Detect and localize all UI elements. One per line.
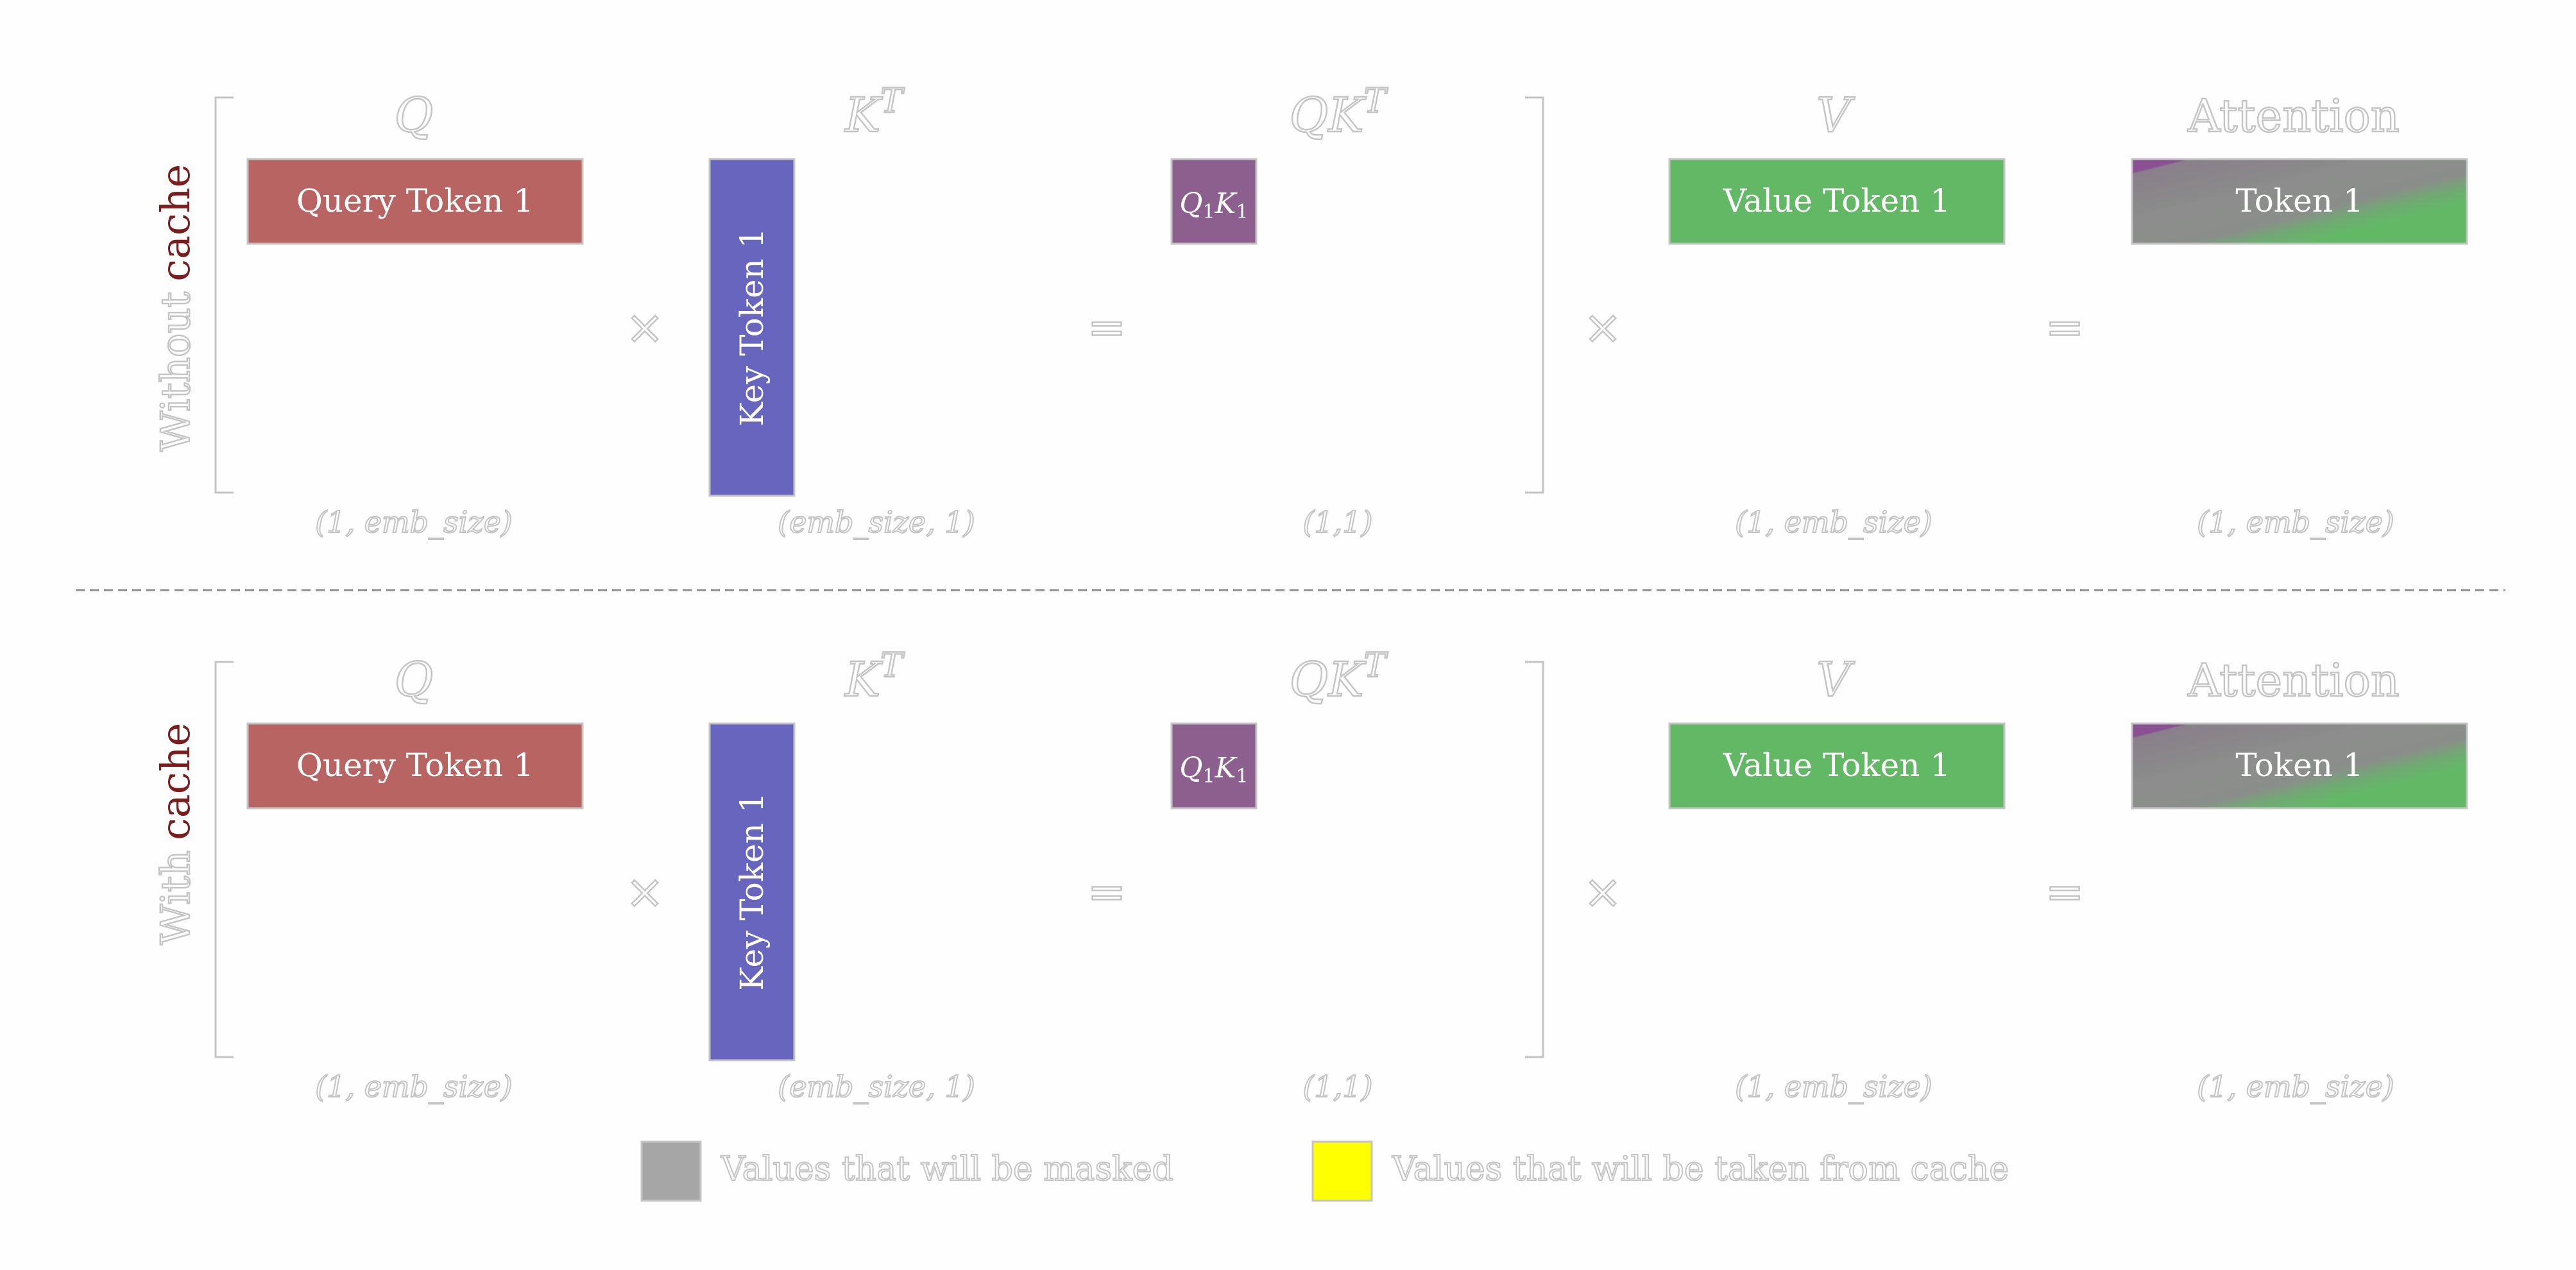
dim-qkt: (1,1) <box>1302 1069 1372 1104</box>
equals-operator-1: = <box>1088 865 1126 919</box>
legend-item-cache: Values that will be taken from cache <box>1311 1140 2009 1202</box>
attention-token-label: Token 1 <box>2235 747 2363 784</box>
header-kt: KT <box>844 82 905 143</box>
key-token-box <box>708 722 796 1062</box>
section-with-cache: Withcache Q KT QKT V Attention Query Tok… <box>151 646 2468 1105</box>
dim-kt: (emb_size, 1) <box>778 1069 975 1104</box>
header-attention: Attention <box>2187 654 2400 707</box>
key-token-box <box>708 158 796 497</box>
dim-kt: (emb_size, 1) <box>778 505 975 539</box>
attention-token-label: Token 1 <box>2235 182 2363 219</box>
dim-attention: (1, emb_size) <box>2197 1069 2394 1104</box>
section-label: Withoutcache <box>152 164 199 452</box>
equals-operator-1: = <box>1088 300 1126 354</box>
legend-label-cache: Values that will be taken from cache <box>1392 1150 2009 1189</box>
header-q: Q <box>395 88 434 143</box>
value-token-box <box>1668 722 2006 809</box>
legend-swatch-masked <box>640 1140 702 1202</box>
header-attention: Attention <box>2187 90 2400 142</box>
section-without-cache: Withoutcache Q KT QKT V Attention Query … <box>151 81 2468 540</box>
key-token-label: Key Token 1 <box>733 228 771 426</box>
query-token-label: Query Token 1 <box>296 182 534 219</box>
equals-operator-2: = <box>2045 300 2084 354</box>
dim-qkt: (1,1) <box>1302 505 1372 539</box>
header-qkt: QKT <box>1290 82 1388 143</box>
legend: Values that will be masked Values that w… <box>640 1140 2009 1202</box>
times-operator-2: × <box>1583 300 1622 354</box>
dim-attention: (1, emb_size) <box>2197 505 2394 539</box>
header-kt: KT <box>844 647 905 707</box>
dim-q: (1, emb_size) <box>315 1069 512 1104</box>
header-q: Q <box>395 652 434 707</box>
dim-v: (1, emb_size) <box>1735 1069 1932 1104</box>
legend-item-masked: Values that will be masked <box>640 1140 1174 1202</box>
legend-swatch-cache <box>1311 1140 1373 1202</box>
value-token-box <box>1668 158 2006 245</box>
times-operator-1: × <box>626 300 664 354</box>
attention-token-box <box>2131 158 2468 245</box>
qk-label: Q1K1 <box>1179 752 1248 788</box>
section-label: Withcache <box>152 723 199 945</box>
value-token-label: Value Token 1 <box>1723 182 1950 219</box>
dim-q: (1, emb_size) <box>315 505 512 539</box>
left-bracket <box>214 661 234 1058</box>
qk-box <box>1170 158 1258 245</box>
query-token-label: Query Token 1 <box>296 747 534 784</box>
query-token-box <box>246 722 584 809</box>
times-operator-2: × <box>1583 865 1622 919</box>
times-operator-1: × <box>626 865 664 919</box>
qk-box <box>1170 722 1258 809</box>
header-v: V <box>1816 652 1855 707</box>
query-token-box <box>246 158 584 245</box>
equals-operator-2: = <box>2045 865 2084 919</box>
right-bracket <box>1525 661 1544 1058</box>
header-v: V <box>1816 88 1855 143</box>
attention-token-box <box>2131 722 2468 809</box>
right-bracket <box>1525 96 1544 494</box>
key-token-label: Key Token 1 <box>733 792 771 990</box>
header-qkt: QKT <box>1290 647 1388 707</box>
legend-label-masked: Values that will be masked <box>721 1150 1173 1189</box>
qk-label: Q1K1 <box>1179 187 1248 223</box>
value-token-label: Value Token 1 <box>1723 747 1950 784</box>
dim-v: (1, emb_size) <box>1735 505 1932 539</box>
left-bracket <box>214 96 234 494</box>
